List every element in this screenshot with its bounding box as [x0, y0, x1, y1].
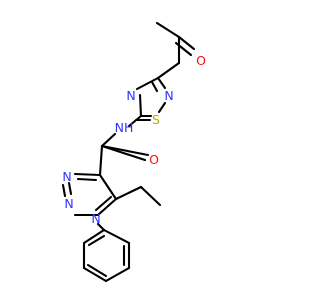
- bond: [104, 266, 131, 283]
- bond: [114, 185, 143, 201]
- bond: [73, 172, 102, 177]
- bond: [177, 35, 196, 51]
- atom-label-o-ketone: O: [196, 53, 206, 68]
- bond: [156, 61, 181, 80]
- bond: [96, 197, 118, 217]
- bond: [76, 177, 98, 182]
- bond: [98, 144, 104, 177]
- bond-layer: [61, 21, 196, 283]
- bond: [100, 144, 147, 162]
- atom-label-layer: O N S N NH O N N N: [62, 53, 206, 226]
- bond: [135, 76, 160, 91]
- bond: [157, 101, 167, 114]
- atom-label-n-thiadiazole-left: N: [126, 88, 135, 103]
- atom-label-o-amide: O: [149, 152, 159, 167]
- atom-label-n-thiadiazole-top: N: [164, 88, 173, 103]
- atom-label-s-thiadiazole: S: [152, 112, 160, 127]
- bond: [139, 185, 162, 207]
- atom-label-n-triazole-1: N: [91, 211, 100, 226]
- bond: [98, 173, 118, 201]
- bond: [61, 183, 67, 198]
- bond: [102, 228, 131, 245]
- bond: [100, 132, 117, 148]
- bond: [150, 80, 159, 93]
- bond: [127, 114, 143, 128]
- bond: [94, 195, 113, 212]
- bond: [96, 222, 106, 232]
- bond: [155, 21, 181, 39]
- bond: [87, 234, 106, 247]
- atom-label-nh-amide: NH: [115, 120, 134, 135]
- bond: [82, 228, 106, 245]
- atom-label-n-triazole-2: N: [64, 196, 73, 211]
- atom-label-n-triazole-3: N: [62, 169, 71, 184]
- bond: [156, 76, 167, 90]
- bond: [67, 181, 73, 196]
- bond: [138, 93, 143, 118]
- molecule-structure-diagram: O N S N NH O N N N: [61, 21, 206, 283]
- bond: [82, 266, 108, 283]
- bond: [86, 263, 108, 278]
